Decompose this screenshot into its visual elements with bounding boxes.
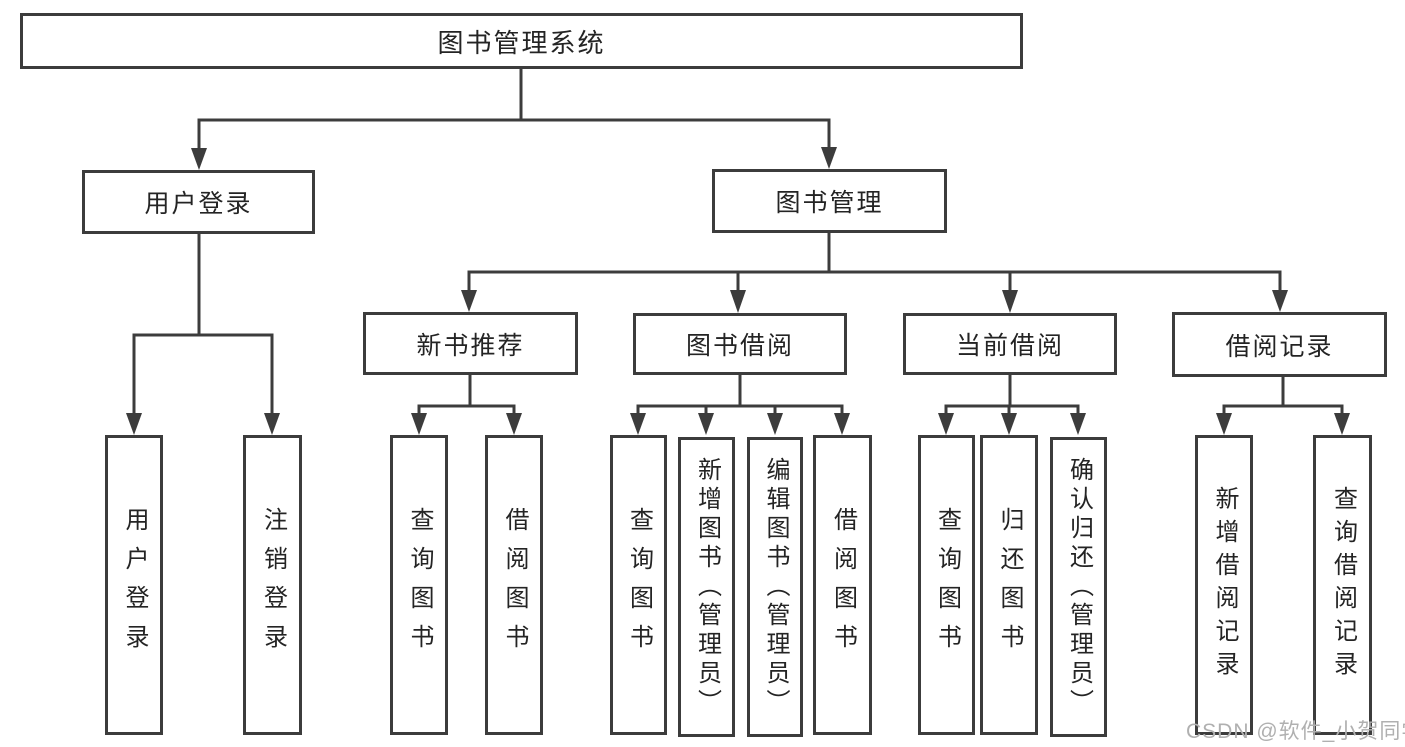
node-book-management: 图书管理 bbox=[712, 169, 947, 233]
leaf-query-books-recommend: 查询图书 bbox=[390, 435, 448, 735]
node-new-book-recommend-label: 新书推荐 bbox=[416, 331, 525, 360]
node-new-book-recommend: 新书推荐 bbox=[363, 312, 578, 375]
node-current-borrow-label: 当前借阅 bbox=[955, 332, 1064, 360]
leaf-query-books-borrow: 查询图书 bbox=[610, 435, 667, 735]
leaf-user-login-label: 用户登录 bbox=[121, 507, 148, 663]
leaf-query-books-current: 查询图书 bbox=[918, 435, 975, 735]
leaf-user-login: 用户登录 bbox=[105, 435, 163, 735]
leaf-borrow-books: 借阅图书 bbox=[813, 435, 872, 735]
leaf-confirm-return-admin: 确认归还（管理员） bbox=[1050, 437, 1107, 737]
leaf-logout-label: 注销登录 bbox=[259, 507, 287, 663]
node-current-borrow: 当前借阅 bbox=[903, 313, 1117, 375]
leaf-query-books-recommend-label: 查询图书 bbox=[406, 507, 433, 663]
leaf-add-borrow-record: 新增借阅记录 bbox=[1195, 435, 1253, 735]
leaf-confirm-return-admin-label: 确认归还（管理员） bbox=[1065, 456, 1093, 718]
leaf-add-books-admin-label: 新增图书（管理员） bbox=[693, 456, 721, 718]
node-borrow-records: 借阅记录 bbox=[1172, 312, 1387, 377]
leaf-edit-books-admin-label: 编辑图书（管理员） bbox=[762, 456, 789, 718]
node-book-borrow-label: 图书借阅 bbox=[685, 332, 794, 360]
leaf-return-books: 归还图书 bbox=[980, 435, 1038, 735]
node-user-login-label: 用户登录 bbox=[144, 190, 253, 218]
leaf-return-books-label: 归还图书 bbox=[996, 507, 1023, 663]
node-book-management-label: 图书管理 bbox=[775, 189, 884, 217]
arrowheads bbox=[126, 147, 1350, 435]
leaf-add-books-admin: 新增图书（管理员） bbox=[678, 437, 735, 737]
csdn-watermark: CSDN @软件_小贺同学 bbox=[1186, 720, 1405, 743]
leaf-query-books-borrow-label: 查询图书 bbox=[625, 507, 653, 663]
node-root-label: 图书管理系统 bbox=[437, 27, 606, 58]
node-root: 图书管理系统 bbox=[20, 13, 1023, 69]
leaf-query-books-current-label: 查询图书 bbox=[933, 507, 961, 663]
leaf-borrow-books-label: 借阅图书 bbox=[829, 507, 857, 663]
node-user-login: 用户登录 bbox=[82, 170, 315, 234]
leaf-query-borrow-record-label: 查询借阅记录 bbox=[1329, 486, 1357, 684]
node-book-borrow: 图书借阅 bbox=[633, 313, 847, 375]
leaf-borrow-books-recommend: 借阅图书 bbox=[485, 435, 543, 735]
leaf-query-borrow-record: 查询借阅记录 bbox=[1313, 435, 1372, 735]
leaf-edit-books-admin: 编辑图书（管理员） bbox=[747, 437, 803, 737]
node-borrow-records-label: 借阅记录 bbox=[1225, 332, 1334, 361]
leaf-logout: 注销登录 bbox=[243, 435, 302, 735]
leaf-add-borrow-record-label: 新增借阅记录 bbox=[1211, 486, 1238, 684]
leaf-borrow-books-recommend-label: 借阅图书 bbox=[501, 507, 528, 663]
